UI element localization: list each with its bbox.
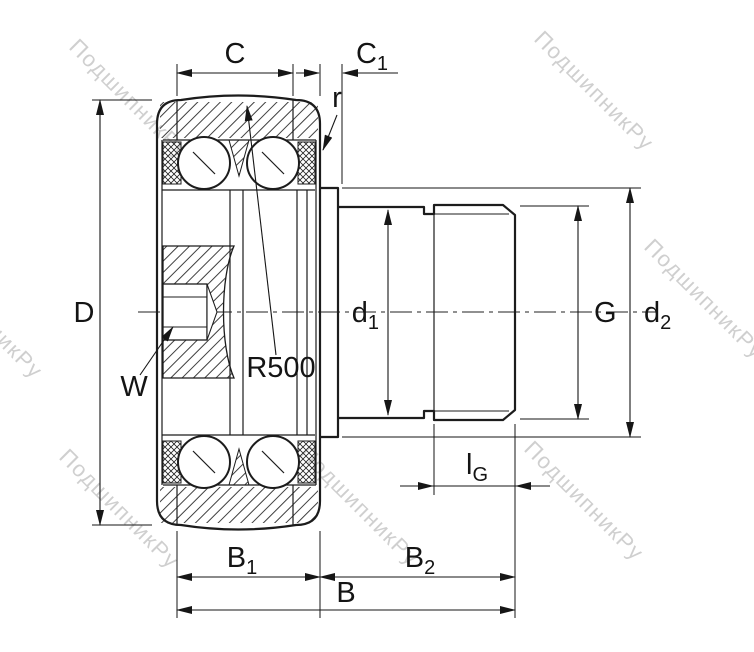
stud-section — [320, 186, 517, 439]
dim-B: B — [176, 577, 516, 614]
ball-mark — [192, 151, 216, 175]
watermark-text: ПодшипникРу — [519, 436, 649, 566]
collar — [320, 186, 340, 439]
socket-chamfer — [206, 283, 218, 341]
dim-C: C — [176, 38, 294, 96]
ball-mark — [192, 450, 216, 474]
watermark-text: ПодшипникРу — [529, 26, 659, 156]
dim-R500: R500 — [244, 105, 316, 384]
label-lG: lG — [466, 449, 488, 486]
outer-ring-hatch-bottom — [160, 487, 318, 523]
dim-C1: C1 — [296, 38, 398, 184]
watermarks: ПодшипникРу ПодшипникРу ПодшипникРу Подш… — [0, 26, 754, 574]
label-C1: C1 — [356, 38, 388, 75]
ball-row-bottom — [177, 435, 300, 489]
dimensions: D C C1 r R500 — [74, 38, 671, 618]
land-wedge-bottom — [228, 447, 250, 486]
ball-mark — [261, 151, 285, 175]
label-d1: d1 — [352, 297, 379, 334]
leader-line — [322, 114, 338, 151]
label-D: D — [74, 297, 95, 329]
dim-G: G — [520, 205, 617, 420]
outer-ring-hatch-top — [160, 102, 318, 138]
dim-B1: B1 — [176, 531, 321, 618]
label-r: r — [332, 82, 342, 114]
label-B1: B1 — [227, 542, 257, 579]
dim-B2: B2 — [319, 542, 516, 581]
dim-D: D — [74, 99, 152, 526]
watermark-text: ПодшипникРу — [0, 254, 48, 384]
stud-profile — [338, 203, 517, 422]
dim-W: W — [120, 326, 174, 403]
roller-section — [155, 94, 322, 531]
dim-lG: lG — [400, 424, 550, 618]
land-wedge-top — [228, 139, 250, 178]
outer-ring-outline — [155, 94, 322, 531]
seal-block-bottom-right — [297, 440, 316, 484]
seal-block-top-right — [297, 141, 316, 185]
dim-d1: d1 — [352, 209, 392, 416]
label-d2: d2 — [644, 297, 671, 334]
dim-d2: d2 — [342, 187, 671, 438]
label-W: W — [120, 371, 148, 403]
dim-r: r — [322, 82, 342, 151]
label-C: C — [225, 38, 246, 70]
ball-row-top — [177, 136, 300, 190]
leader-line — [244, 105, 277, 356]
label-R500: R500 — [246, 352, 315, 384]
ball-mark — [261, 450, 285, 474]
label-B2: B2 — [405, 542, 435, 579]
label-G: G — [594, 297, 617, 329]
label-B: B — [336, 577, 355, 609]
leader-line — [139, 326, 174, 376]
